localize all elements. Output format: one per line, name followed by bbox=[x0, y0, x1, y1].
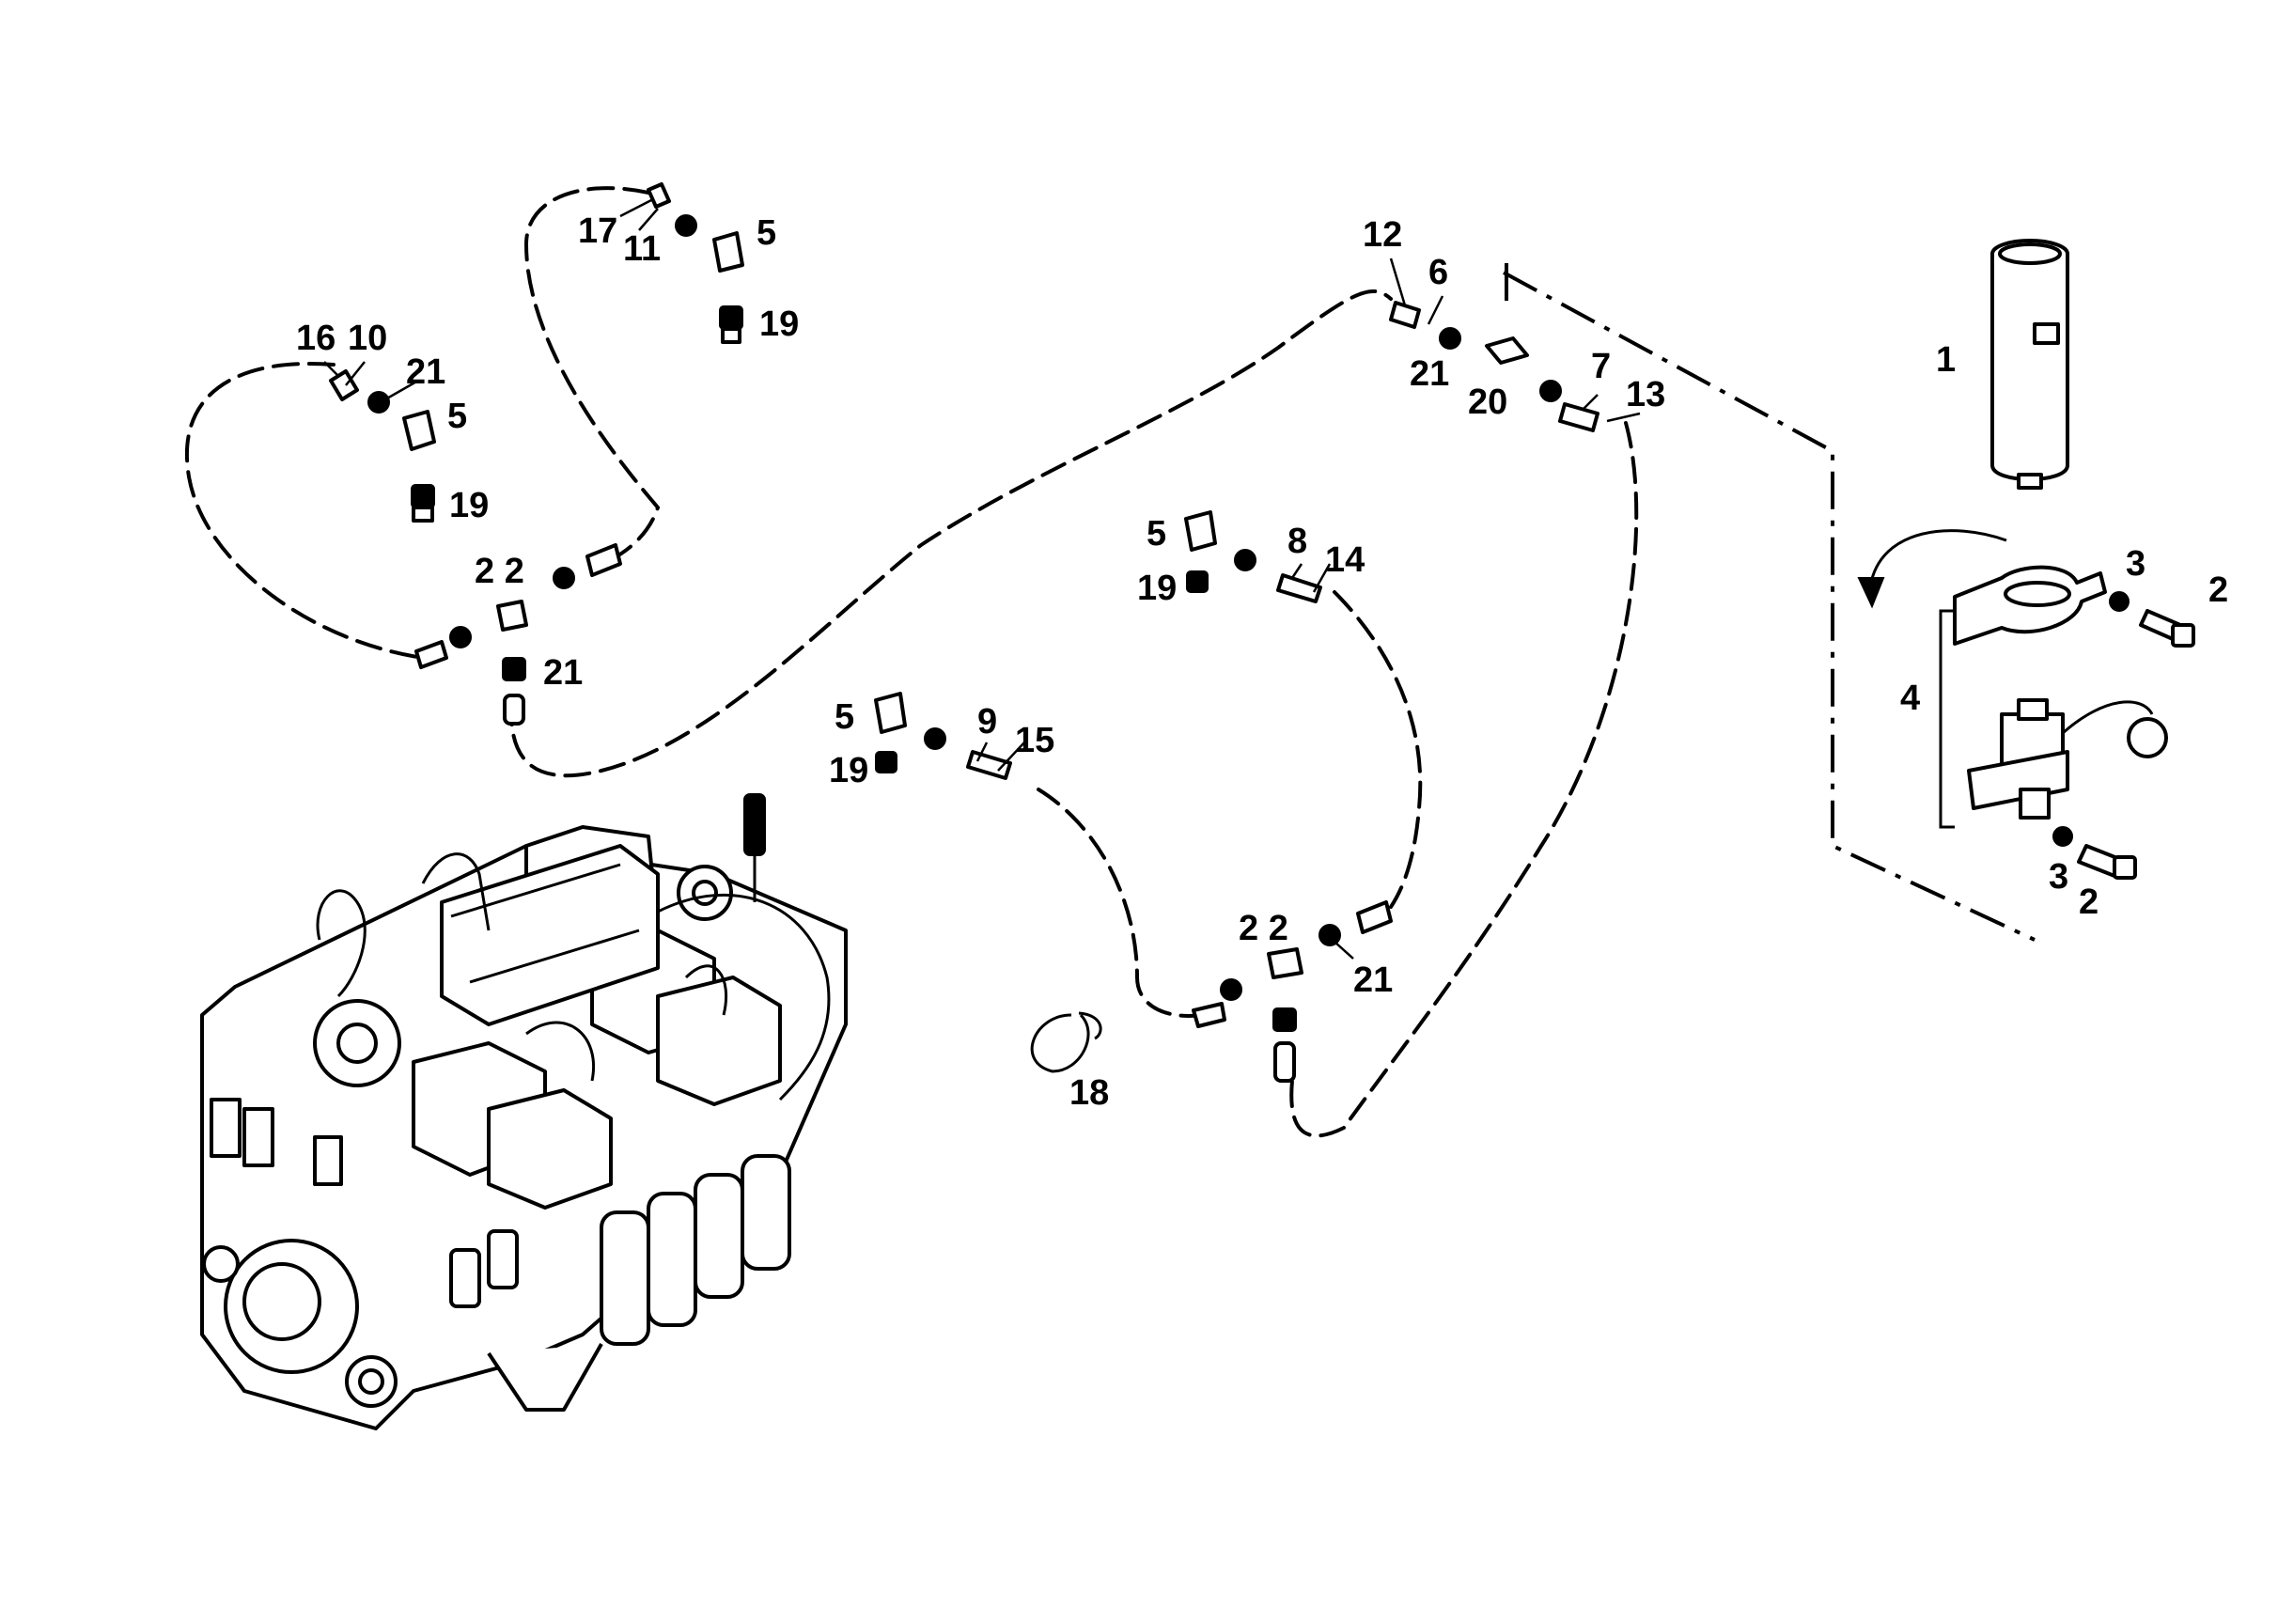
callout-19-top: 19 bbox=[759, 304, 799, 344]
callout-6: 6 bbox=[1428, 253, 1448, 292]
callout-19-left: 19 bbox=[449, 486, 489, 525]
callout-7: 7 bbox=[1591, 347, 1611, 386]
callout-21-right: 21 bbox=[1410, 354, 1449, 394]
callout-4: 4 bbox=[1900, 679, 1920, 718]
callout-3-lower: 3 bbox=[2049, 857, 2068, 897]
engine-block bbox=[200, 793, 848, 1430]
filter-assembly bbox=[1857, 239, 2195, 880]
callout-22-upper: 2 2 bbox=[475, 552, 524, 591]
callout-5-top: 5 bbox=[757, 213, 776, 253]
callout-5-left: 5 bbox=[447, 397, 467, 436]
callout-21-tee: 21 bbox=[543, 653, 583, 693]
callout-20: 20 bbox=[1468, 383, 1507, 422]
callout-21-lower: 21 bbox=[1353, 960, 1393, 1000]
callout-11: 11 bbox=[623, 229, 661, 269]
leader-lines bbox=[323, 197, 1641, 960]
callout-17: 17 bbox=[578, 211, 617, 251]
callout-18: 18 bbox=[1069, 1073, 1109, 1113]
callout-5-lower: 5 bbox=[835, 697, 854, 737]
reference-chain-line bbox=[1503, 263, 2036, 942]
callout-5-middle: 5 bbox=[1147, 514, 1166, 554]
callout-1: 1 bbox=[1936, 340, 1956, 380]
callout-14: 14 bbox=[1325, 540, 1365, 580]
hose-lines bbox=[184, 186, 1639, 1138]
callout-21-left: 21 bbox=[406, 352, 445, 392]
callout-3-upper: 3 bbox=[2126, 544, 2145, 584]
callout-16: 16 bbox=[296, 319, 335, 358]
callout-labels: 1 2 2 3 3 4 5 5 5 5 6 7 8 9 10 11 12 13 … bbox=[296, 211, 2228, 1113]
callout-22-lower: 2 2 bbox=[1239, 909, 1288, 948]
callout-19-lower: 19 bbox=[829, 751, 868, 790]
callout-13: 13 bbox=[1626, 375, 1665, 414]
fittings bbox=[329, 182, 1599, 1083]
callout-8: 8 bbox=[1287, 522, 1307, 561]
callout-19-middle: 19 bbox=[1137, 569, 1177, 608]
callout-9: 9 bbox=[977, 702, 997, 742]
callout-2-upper: 2 bbox=[2208, 570, 2228, 610]
callout-15: 15 bbox=[1015, 721, 1054, 760]
callout-12: 12 bbox=[1363, 215, 1402, 255]
callout-2-lower: 2 bbox=[2079, 882, 2099, 922]
callout-10: 10 bbox=[348, 319, 387, 358]
